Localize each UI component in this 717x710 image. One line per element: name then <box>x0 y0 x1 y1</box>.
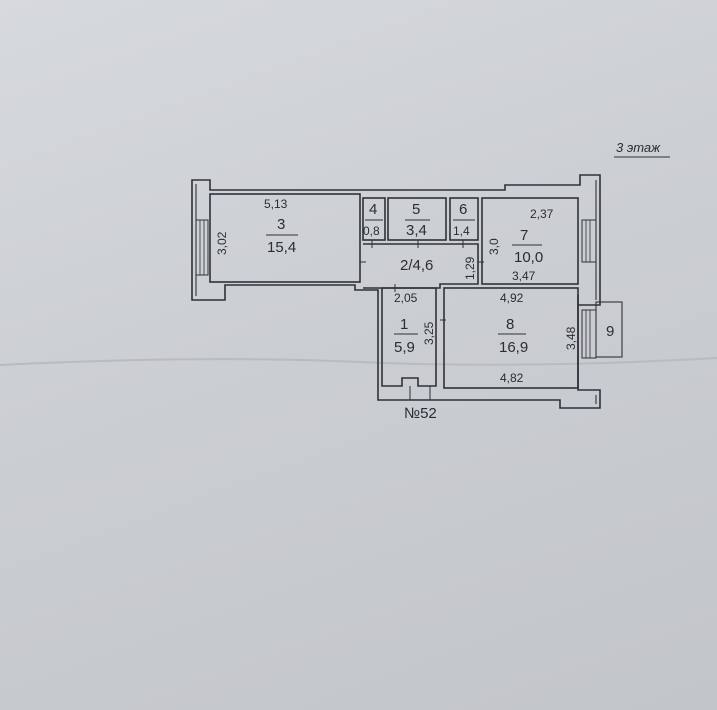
room-3-area: 15,4 <box>267 239 296 256</box>
room-4-number: 4 <box>369 201 377 218</box>
room-1-width: 2,05 <box>394 291 418 305</box>
room-7-area: 10,0 <box>514 249 543 266</box>
room-5-area: 3,4 <box>406 222 427 239</box>
room-1-height: 3,25 <box>422 321 436 345</box>
room-4-area: 0,8 <box>363 224 380 238</box>
room-6-area: 1,4 <box>453 224 470 238</box>
room-8-number: 8 <box>506 316 514 333</box>
entrance-door <box>409 386 431 400</box>
room-3 <box>209 193 361 283</box>
room-8-width-bottom: 4,82 <box>500 371 524 385</box>
room-1 <box>381 287 437 387</box>
room-6 <box>449 197 479 241</box>
room-3-number: 3 <box>277 216 285 233</box>
room-8 <box>443 287 579 389</box>
window-right-lower <box>581 309 597 359</box>
room-4 <box>362 197 386 241</box>
room-1-number: 1 <box>400 316 408 333</box>
room-1-area: 5,9 <box>394 339 415 356</box>
floor-label: 3 этаж <box>616 140 661 155</box>
door-ticks <box>360 240 484 321</box>
room-7-width-top: 2,37 <box>530 207 554 221</box>
room-5-number: 5 <box>412 201 420 218</box>
room-7-number: 7 <box>520 227 528 244</box>
corridor-2-label: 2/4,6 <box>400 257 433 274</box>
window-left <box>195 219 209 276</box>
room-6-number: 6 <box>459 201 467 218</box>
room-7-width-bottom: 3,47 <box>512 269 536 283</box>
room-8-width-top: 4,92 <box>500 291 524 305</box>
apartment-number: №52 <box>404 405 437 422</box>
room-5 <box>387 197 447 241</box>
room-9-number: 9 <box>606 323 614 340</box>
room-8-area: 16,9 <box>499 339 528 356</box>
balcony-room-9 <box>595 301 623 358</box>
room-7 <box>481 197 579 285</box>
room-8-height: 3,48 <box>564 326 578 350</box>
window-right-upper <box>581 219 597 263</box>
corridor-2-width: 1,29 <box>463 256 477 280</box>
fold-line <box>0 357 717 366</box>
room-7-height: 3,0 <box>487 238 501 255</box>
room-3-width: 5,13 <box>264 197 288 211</box>
room-3-height: 3,02 <box>215 231 229 255</box>
